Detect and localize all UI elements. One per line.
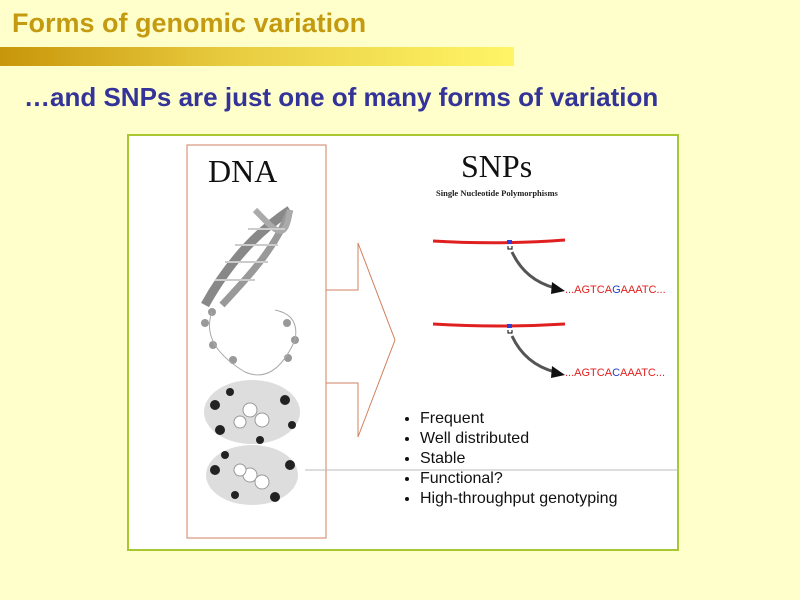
list-item: High-throughput genotyping xyxy=(420,489,617,509)
snp-base: C xyxy=(612,367,621,379)
chromosome-line-2 xyxy=(432,322,566,378)
title-underline-bar xyxy=(0,47,514,66)
snps-label: SNPs xyxy=(461,148,533,184)
slide-subtitle: …and SNPs are just one of many forms of … xyxy=(24,82,659,112)
sequence-2: ...AGTCACAAATC... xyxy=(565,367,665,379)
list-item: Frequent xyxy=(420,409,617,429)
dna-box xyxy=(186,144,327,539)
list-item: Well distributed xyxy=(420,429,617,449)
list-item: Stable xyxy=(420,449,617,469)
dna-helix-icon xyxy=(201,206,300,505)
seq-prefix: ...AGTCA xyxy=(565,284,613,296)
dna-label: DNA xyxy=(208,153,278,189)
seq-prefix: ...AGTCA xyxy=(565,367,613,379)
chromosome-line-1 xyxy=(432,238,566,294)
seq-suffix: AAATC... xyxy=(620,284,666,296)
slide-title: Forms of genomic variation xyxy=(12,8,367,38)
snp-properties-list: Frequent Well distributed Stable Functio… xyxy=(400,409,617,509)
sequence-1: ...AGTCAGAAATC... xyxy=(565,284,666,296)
space-filling-model xyxy=(204,380,300,505)
snp-base: G xyxy=(612,284,621,296)
list-item: Functional? xyxy=(420,469,617,489)
seq-suffix: AAATC... xyxy=(620,367,666,379)
arrow-shape xyxy=(326,242,396,438)
snps-subtitle: Single Nucleotide Polymorphisms xyxy=(436,188,558,198)
